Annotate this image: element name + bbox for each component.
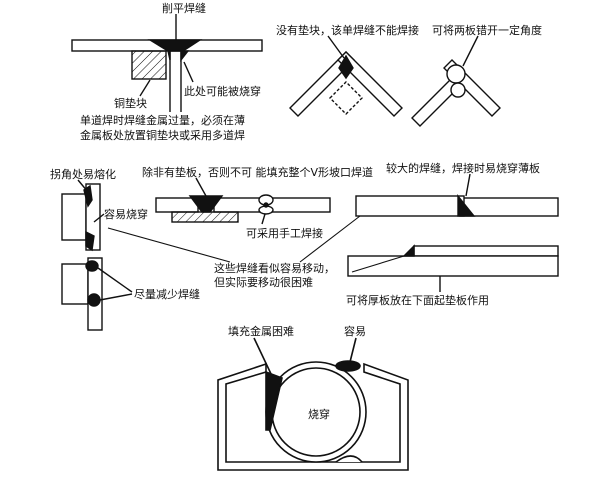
leader-movement-right	[351, 255, 405, 273]
leader-fill-difficult	[253, 337, 273, 377]
leader-reduce-bottom	[99, 293, 133, 301]
lap-lower-weld	[402, 244, 415, 257]
label-copper-backing: 铜垫块	[114, 96, 147, 110]
label-movement-line2: 但实际要移动很困难	[214, 275, 313, 289]
corner-lower-weld-top	[85, 260, 99, 272]
copper-backing-block	[131, 50, 167, 80]
stagger-weld-circle-lower	[450, 82, 466, 98]
label-no-backing: 没有垫块，该单焊缝不能焊接	[276, 23, 419, 37]
leader-movement-left	[107, 227, 231, 263]
corner-upper-melt	[83, 184, 93, 208]
round-in-channel-figure	[217, 337, 409, 471]
fillet-weld-left	[167, 50, 171, 61]
label-easy: 容易	[344, 324, 366, 338]
v-groove-plate-left	[155, 197, 199, 213]
leader-burn	[183, 61, 194, 83]
leader-backing-needed	[195, 177, 207, 197]
label-movement-line1: 这些焊缝看似容易移动，	[214, 261, 335, 275]
corner-upper-burn	[85, 230, 95, 252]
note-single-pass-line2: 金属板处放置铜垫块或采用多道焊	[80, 128, 245, 142]
burn-through-lap	[335, 455, 363, 463]
stagger-weld-circle	[446, 64, 466, 84]
leader-large-weld	[465, 173, 471, 197]
lap-upper-thin-plate	[459, 197, 559, 217]
v-groove-figure	[155, 177, 331, 225]
lap-lower-top-plate	[413, 245, 559, 257]
label-reduce-weld: 尽量减少焊缝	[134, 287, 200, 301]
vertical-plate	[169, 51, 182, 112]
note-single-pass-line1: 单道焊时焊缝金属过量，必须在薄	[80, 113, 245, 127]
movement-leaders	[107, 215, 405, 273]
lap-upper-thick-plate	[355, 195, 465, 217]
leader-reduce-top	[97, 267, 133, 293]
weld-easy	[335, 360, 361, 372]
missing-backing-dashed	[329, 81, 363, 115]
label-stagger-angle: 可将两板错开一定角度	[432, 23, 542, 37]
leader-stagger	[462, 35, 479, 67]
staggered-corner-figure	[411, 35, 501, 127]
lap-large-weld	[457, 194, 476, 217]
corner-lower-thin-plate	[61, 263, 89, 305]
label-burn-through: 烧穿	[308, 407, 330, 421]
corner-joint-figures	[61, 179, 133, 331]
label-corner-melts: 拐角处易熔化	[50, 167, 116, 181]
label-flush-weld: 削平焊缝	[162, 1, 206, 15]
label-burn-through-here: 此处可能被烧穿	[184, 84, 261, 98]
label-backing-needed: 除非有垫板，否则不可 能填充整个V形坡口焊道	[142, 165, 373, 179]
leader-copper	[139, 79, 151, 97]
v-groove-backing-strip	[171, 211, 239, 223]
label-large-weld: 较大的焊缝，焊接时易烧穿薄板	[386, 161, 540, 175]
weld-fill-difficult	[265, 370, 283, 431]
leader-no-backing	[327, 35, 345, 59]
label-thick-plate: 可将厚板放在下面起垫板作用	[346, 293, 489, 307]
corner-lower-weld-bottom	[87, 293, 101, 307]
lap-joint-figures	[347, 173, 559, 292]
leader-movement-top	[299, 215, 361, 263]
leader-manual-weld	[261, 213, 266, 225]
corner-upper-thin-plate	[61, 193, 87, 241]
label-manual-weld: 可采用手工焊接	[246, 226, 323, 240]
fillet-weld-right	[180, 50, 190, 63]
leader-corner-melts	[77, 179, 89, 193]
leader-easy-burn	[93, 213, 105, 223]
t-joint-figure	[71, 14, 263, 112]
label-fill-difficult: 填充金属困难	[228, 324, 294, 338]
leader-easy	[349, 337, 357, 363]
corner-weld-bead	[338, 54, 354, 80]
label-easy-burn: 容易烧穿	[104, 207, 148, 221]
manual-weld-dot	[263, 202, 269, 208]
lap-lower-thick-plate	[347, 255, 559, 277]
v-corner-no-backing-figure	[289, 35, 403, 117]
right-plate	[337, 51, 403, 117]
